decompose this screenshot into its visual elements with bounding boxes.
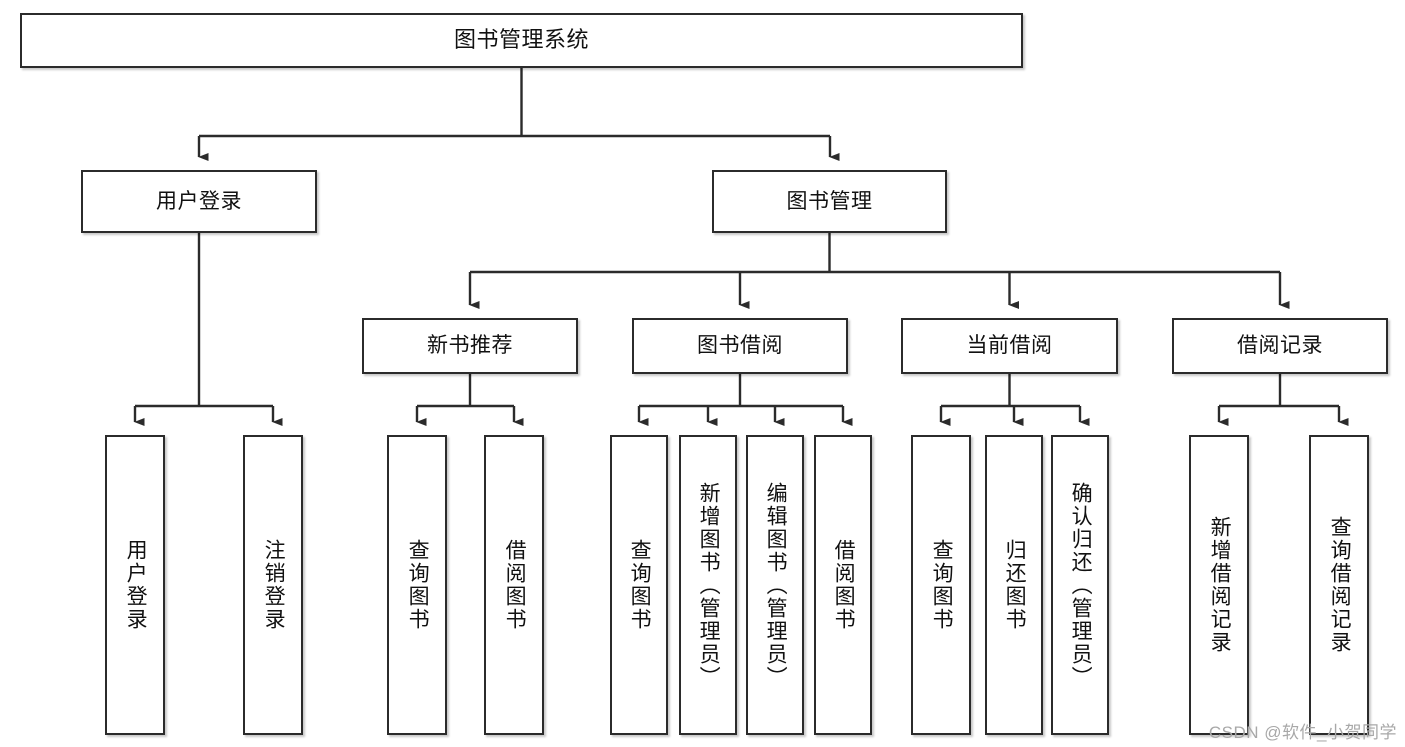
node-user-login[interactable]: 用户登录	[81, 170, 317, 233]
leaf-add-borrow-record-label: 新增借阅记录	[1208, 516, 1232, 654]
leaf-borrow-book-2-label: 借阅图书	[832, 539, 856, 631]
leaf-query-book-2-label: 查询图书	[628, 539, 652, 631]
node-root[interactable]: 图书管理系统	[20, 13, 1023, 68]
leaf-add-book[interactable]: 新增图书（管理员）	[679, 435, 737, 735]
node-book-borrow-label: 图书借阅	[697, 334, 783, 358]
leaf-user-login[interactable]: 用户登录	[105, 435, 165, 735]
node-book-manage[interactable]: 图书管理	[712, 170, 947, 233]
leaf-query-book-1-label: 查询图书	[406, 539, 430, 631]
leaf-logout[interactable]: 注销登录	[243, 435, 303, 735]
leaf-add-borrow-record[interactable]: 新增借阅记录	[1189, 435, 1249, 735]
node-borrow-record-label: 借阅记录	[1237, 334, 1323, 358]
node-current-borrow[interactable]: 当前借阅	[901, 318, 1118, 374]
leaf-borrow-book-1[interactable]: 借阅图书	[484, 435, 544, 735]
node-new-book-recommend[interactable]: 新书推荐	[362, 318, 578, 374]
node-new-book-recommend-label: 新书推荐	[427, 334, 513, 358]
leaf-edit-book-label: 编辑图书（管理员）	[764, 481, 788, 689]
leaf-add-book-label: 新增图书（管理员）	[697, 481, 721, 689]
watermark: CSDN @软件_小贺同学	[1208, 723, 1397, 742]
leaf-query-book-3-label: 查询图书	[930, 539, 954, 631]
leaf-logout-label: 注销登录	[262, 539, 286, 631]
leaf-return-book[interactable]: 归还图书	[985, 435, 1043, 735]
node-user-login-label: 用户登录	[156, 189, 242, 213]
leaf-query-book-1[interactable]: 查询图书	[387, 435, 447, 735]
node-book-manage-label: 图书管理	[786, 189, 873, 213]
leaf-borrow-book-2[interactable]: 借阅图书	[814, 435, 872, 735]
leaf-query-borrow-record[interactable]: 查询借阅记录	[1309, 435, 1369, 735]
leaf-user-login-label: 用户登录	[124, 539, 148, 631]
node-current-borrow-label: 当前借阅	[966, 334, 1053, 358]
leaf-confirm-return-label: 确认归还（管理员）	[1069, 481, 1093, 689]
leaf-confirm-return[interactable]: 确认归还（管理员）	[1051, 435, 1109, 735]
leaf-query-book-2[interactable]: 查询图书	[610, 435, 668, 735]
leaf-query-book-3[interactable]: 查询图书	[911, 435, 971, 735]
leaf-query-borrow-record-label: 查询借阅记录	[1328, 516, 1352, 654]
node-borrow-record[interactable]: 借阅记录	[1172, 318, 1388, 374]
leaf-borrow-book-1-label: 借阅图书	[503, 539, 527, 631]
node-root-label: 图书管理系统	[453, 27, 589, 53]
node-book-borrow[interactable]: 图书借阅	[632, 318, 848, 374]
leaf-return-book-label: 归还图书	[1003, 539, 1027, 631]
leaf-edit-book[interactable]: 编辑图书（管理员）	[746, 435, 804, 735]
